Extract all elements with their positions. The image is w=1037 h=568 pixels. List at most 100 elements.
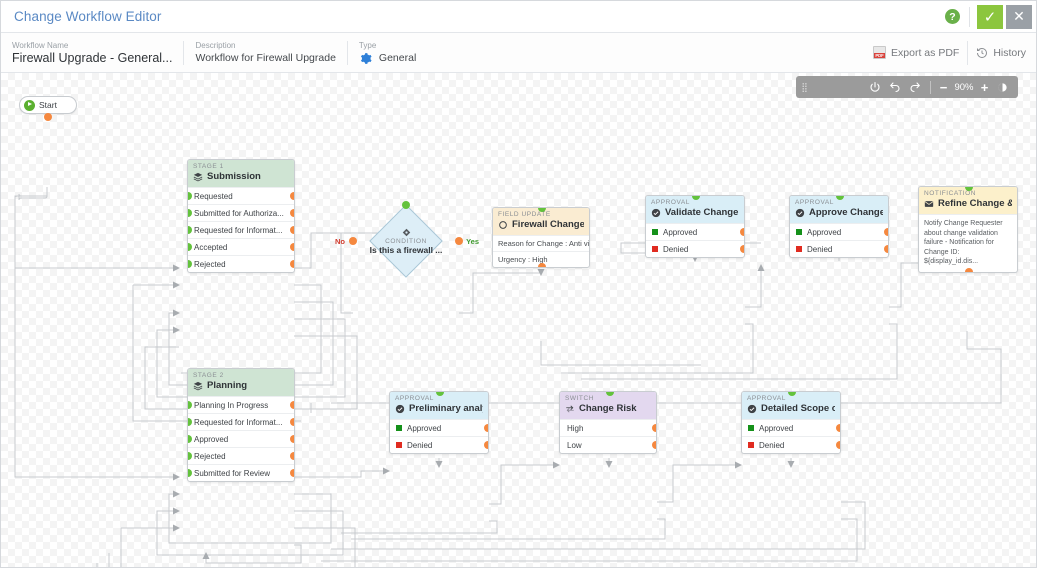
node-notification[interactable]: Notification Refine Change &... Notify C… bbox=[918, 186, 1018, 273]
output-port[interactable] bbox=[484, 441, 488, 449]
zoom-in-button[interactable]: + bbox=[980, 79, 989, 95]
row-label: Approved bbox=[407, 423, 442, 433]
node-stage2[interactable]: Stage 2 Planning Planning In Progress Re… bbox=[187, 368, 295, 482]
node-row[interactable]: Denied bbox=[390, 436, 488, 453]
help-icon[interactable]: ? bbox=[945, 9, 960, 24]
input-port[interactable] bbox=[436, 392, 444, 396]
drag-grip-icon[interactable]: ⣿ bbox=[801, 81, 808, 92]
node-kind-label: Stage 2 bbox=[193, 372, 224, 379]
input-port[interactable] bbox=[402, 201, 410, 209]
input-port[interactable] bbox=[538, 208, 546, 212]
node-row[interactable]: Denied bbox=[742, 436, 840, 453]
close-button[interactable]: ✕ bbox=[1006, 4, 1032, 29]
output-port[interactable] bbox=[290, 452, 294, 460]
output-port[interactable] bbox=[740, 228, 744, 236]
node-row[interactable]: Requested for Informat... bbox=[188, 413, 294, 430]
output-port[interactable] bbox=[652, 441, 656, 449]
node-approval-validate[interactable]: Approval Validate Change ... Approved De… bbox=[645, 195, 745, 258]
input-port[interactable] bbox=[188, 209, 192, 217]
input-port[interactable] bbox=[188, 401, 192, 409]
output-port[interactable] bbox=[836, 441, 840, 449]
output-port[interactable] bbox=[884, 245, 888, 253]
node-row[interactable]: Denied bbox=[646, 240, 744, 257]
node-approval-preliminary[interactable]: Approval Preliminary analy... Approved D… bbox=[389, 391, 489, 454]
node-row[interactable]: Submitted for Authoriza... bbox=[188, 204, 294, 221]
workflow-canvas[interactable]: ⣿ − 90% + bbox=[1, 73, 1036, 567]
workflow-description-field[interactable]: Description Workflow for Firewall Upgrad… bbox=[184, 33, 346, 72]
output-port[interactable] bbox=[538, 263, 546, 267]
node-row[interactable]: Planning In Progress bbox=[188, 396, 294, 413]
output-port[interactable] bbox=[290, 469, 294, 477]
output-port[interactable] bbox=[290, 435, 294, 443]
export-as-pdf-button[interactable]: Export as PDF bbox=[873, 46, 959, 59]
output-port[interactable] bbox=[290, 226, 294, 234]
node-row[interactable]: Low bbox=[560, 436, 656, 453]
input-port[interactable] bbox=[188, 469, 192, 477]
output-port[interactable] bbox=[836, 424, 840, 432]
output-port[interactable] bbox=[290, 243, 294, 251]
row-label: Approved bbox=[663, 227, 698, 237]
node-field-update[interactable]: Field Update Firewall Change fi... Reaso… bbox=[492, 207, 590, 268]
workflow-description-value: Workflow for Firewall Upgrade bbox=[195, 51, 336, 64]
output-port-no[interactable] bbox=[349, 237, 357, 245]
node-row[interactable]: Requested for Informat... bbox=[188, 221, 294, 238]
node-row[interactable]: Submitted for Review bbox=[188, 464, 294, 481]
history-button[interactable]: History bbox=[976, 47, 1026, 59]
node-row[interactable]: Requested bbox=[188, 187, 294, 204]
node-row[interactable]: Denied bbox=[790, 240, 888, 257]
node-row[interactable]: Approved bbox=[742, 419, 840, 436]
node-stage1[interactable]: Stage 1 Submission Requested Submitted f… bbox=[187, 159, 295, 273]
undo-icon[interactable] bbox=[885, 76, 905, 98]
output-port[interactable] bbox=[652, 424, 656, 432]
input-port[interactable] bbox=[692, 196, 700, 200]
node-row[interactable]: Rejected bbox=[188, 447, 294, 464]
input-port[interactable] bbox=[188, 226, 192, 234]
input-port[interactable] bbox=[965, 186, 973, 191]
save-button[interactable]: ✓ bbox=[977, 4, 1003, 29]
input-port[interactable] bbox=[188, 452, 192, 460]
output-port[interactable] bbox=[740, 245, 744, 253]
node-row[interactable]: Accepted bbox=[188, 238, 294, 255]
redo-icon[interactable] bbox=[905, 76, 925, 98]
node-title: Refine Change &... bbox=[924, 198, 1012, 210]
pdf-icon bbox=[873, 46, 887, 59]
fit-to-screen-icon[interactable] bbox=[992, 82, 1012, 93]
input-port[interactable] bbox=[188, 418, 192, 426]
play-circle-icon bbox=[24, 99, 35, 111]
zoom-toolbar[interactable]: ⣿ − 90% + bbox=[796, 76, 1018, 98]
output-port[interactable] bbox=[290, 260, 294, 268]
input-port[interactable] bbox=[188, 435, 192, 443]
input-port[interactable] bbox=[188, 192, 192, 200]
output-port[interactable] bbox=[44, 113, 52, 121]
output-port[interactable] bbox=[290, 401, 294, 409]
input-port[interactable] bbox=[188, 243, 192, 251]
node-row[interactable]: Approved bbox=[390, 419, 488, 436]
row-label: Planning In Progress bbox=[194, 400, 269, 410]
input-port[interactable] bbox=[606, 392, 614, 396]
node-row[interactable]: Approved bbox=[790, 223, 888, 240]
input-port[interactable] bbox=[836, 196, 844, 200]
output-port-yes[interactable] bbox=[455, 237, 463, 245]
output-port[interactable] bbox=[484, 424, 488, 432]
node-row[interactable]: Rejected bbox=[188, 255, 294, 272]
node-approval-approve[interactable]: Approval Approve Change ... Approved Den… bbox=[789, 195, 889, 258]
input-port[interactable] bbox=[188, 260, 192, 268]
workflow-name-field[interactable]: Workflow Name Firewall Upgrade - General… bbox=[1, 33, 183, 72]
node-row[interactable]: High bbox=[560, 419, 656, 436]
node-condition[interactable]: Condition Is this a firewall ... No Yes bbox=[335, 201, 479, 278]
workflow-type-field[interactable]: Type General bbox=[348, 33, 427, 72]
node-switch-change-risk[interactable]: Switch Change Risk High Low bbox=[559, 391, 657, 454]
power-icon[interactable] bbox=[865, 76, 885, 98]
output-port[interactable] bbox=[290, 192, 294, 200]
zoom-out-button[interactable]: − bbox=[939, 79, 948, 95]
node-row[interactable]: Approved bbox=[646, 223, 744, 240]
node-header: Approval Detailed Scope of... bbox=[742, 392, 840, 419]
output-port[interactable] bbox=[884, 228, 888, 236]
node-row[interactable]: Approved bbox=[188, 430, 294, 447]
output-port[interactable] bbox=[965, 267, 973, 272]
node-approval-detailed-scope[interactable]: Approval Detailed Scope of... Approved D… bbox=[741, 391, 841, 454]
output-port[interactable] bbox=[290, 209, 294, 217]
start-node[interactable]: Start bbox=[19, 96, 77, 121]
input-port[interactable] bbox=[788, 392, 796, 396]
output-port[interactable] bbox=[290, 418, 294, 426]
